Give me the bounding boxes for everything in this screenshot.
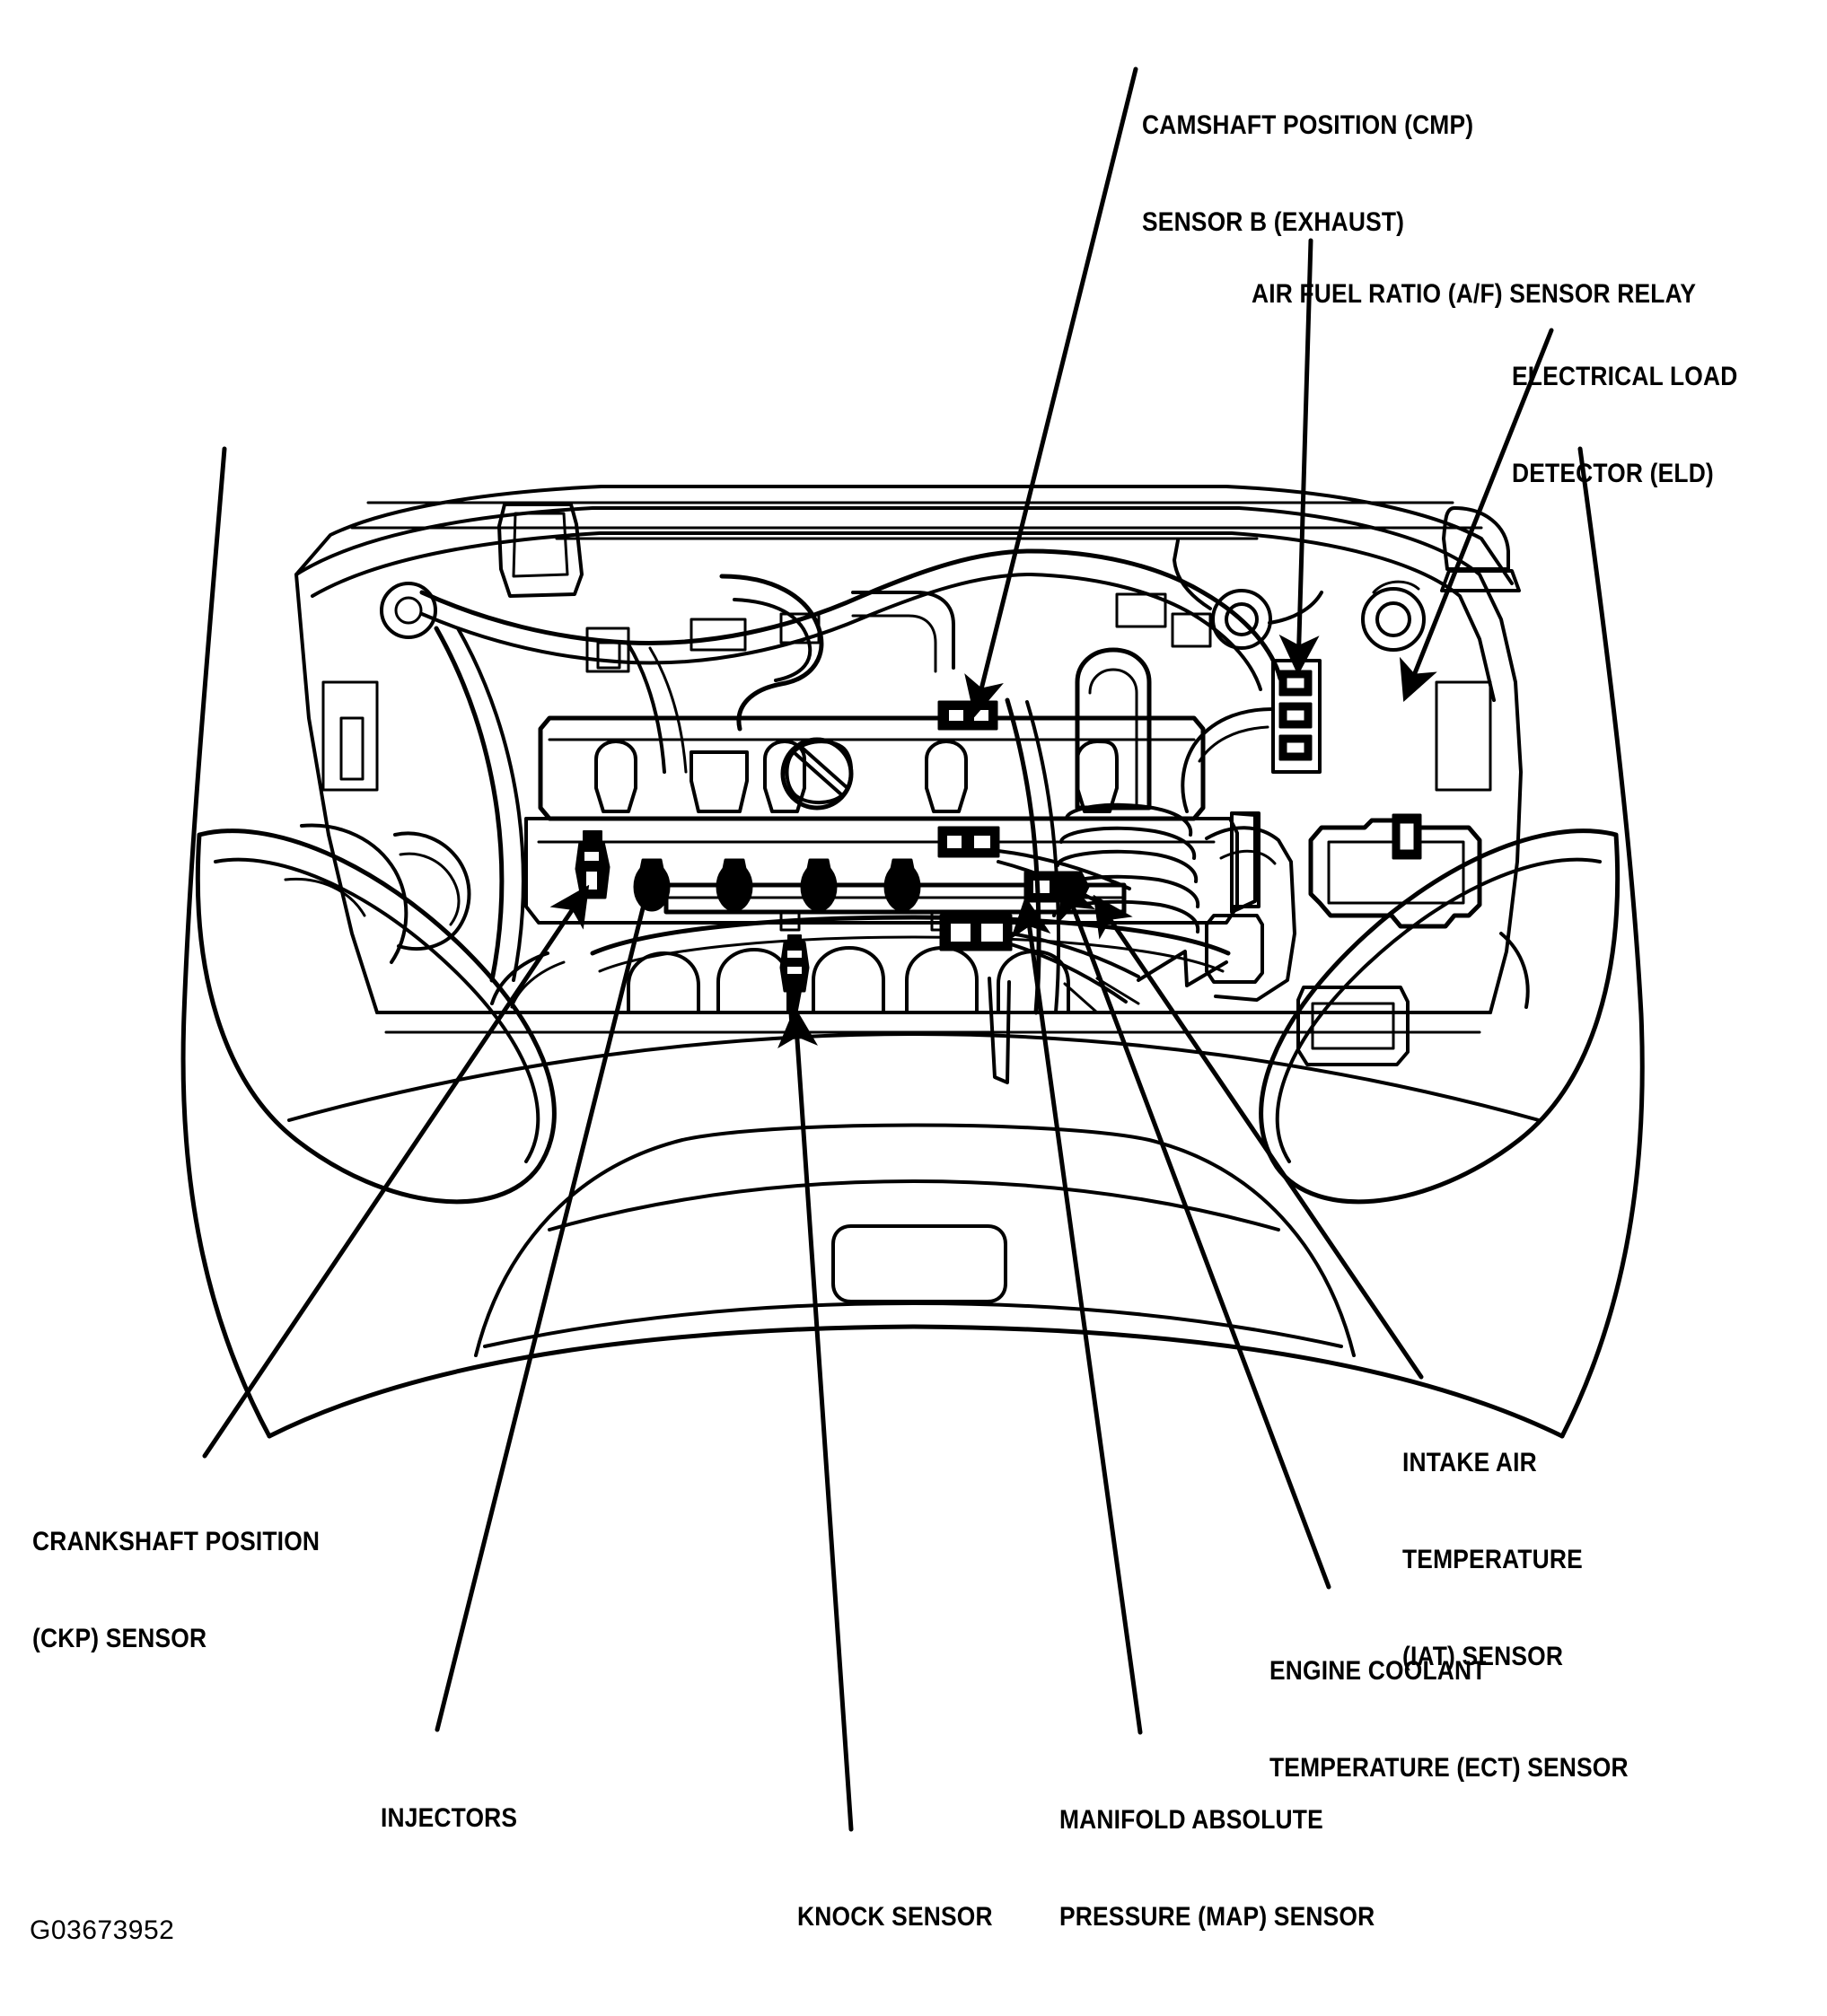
callout-air-fuel-ratio-sensor-relay: AIR FUEL RATIO (A/F) SENSOR RELAY xyxy=(1252,214,1696,375)
callout-line: INJECTORS xyxy=(381,1803,518,1833)
leader-line-manifold-absolute-pressure-sensor xyxy=(1010,896,1143,1735)
leader-line-engine-coolant-temperature-sensor xyxy=(1058,878,1331,1590)
callout-intake-air-temperature-sensor: INTAKE AIR TEMPERATURE (IAT) SENSOR xyxy=(1402,1382,1583,1738)
callout-injectors: INJECTORS xyxy=(381,1738,517,1899)
callout-engine-coolant-temperature-sensor: ENGINE COOLANT TEMPERATURE (ECT) SENSOR xyxy=(1269,1591,1629,1849)
leader-line-electrical-load-detector xyxy=(1399,328,1554,702)
leader-line-camshaft-position-sensor-b xyxy=(964,66,1138,718)
callout-line: CRANKSHAFT POSITION xyxy=(32,1527,321,1556)
callout-line: INTAKE AIR xyxy=(1402,1448,1537,1477)
callout-line: KNOCK SENSOR xyxy=(797,1902,993,1932)
callout-line: CAMSHAFT POSITION (CMP) xyxy=(1142,110,1474,140)
callout-line: MANIFOLD ABSOLUTE xyxy=(1059,1805,1323,1835)
callout-electrical-load-detector: ELECTRICAL LOAD DETECTOR (ELD) xyxy=(1512,296,1737,555)
callout-line: ELECTRICAL LOAD xyxy=(1512,362,1738,391)
callout-line: ENGINE COOLANT xyxy=(1269,1656,1487,1686)
callout-line: TEMPERATURE xyxy=(1402,1545,1583,1574)
callout-line: (IAT) SENSOR xyxy=(1402,1642,1564,1671)
callout-line: SENSOR B (EXHAUST) xyxy=(1142,207,1405,237)
leader-line-injectors xyxy=(435,895,648,1732)
callout-manifold-absolute-pressure-sensor: MANIFOLD ABSOLUTE PRESSURE (MAP) SENSOR xyxy=(1059,1740,1375,1998)
leader-line-air-fuel-ratio-sensor-relay xyxy=(1278,238,1320,676)
callout-line: AIR FUEL RATIO (A/F) SENSOR RELAY xyxy=(1252,279,1697,309)
callout-camshaft-position-sensor-b: CAMSHAFT POSITION (CMP) SENSOR B (EXHAUS… xyxy=(1142,45,1473,303)
callout-crankshaft-position-sensor: CRANKSHAFT POSITION (CKP) SENSOR xyxy=(32,1461,320,1720)
figure-id-code: G03673952 xyxy=(30,1915,175,1945)
callout-line: DETECTOR (ELD) xyxy=(1512,459,1714,488)
callout-line: PRESSURE (MAP) SENSOR xyxy=(1059,1902,1375,1932)
callout-line: TEMPERATURE (ECT) SENSOR xyxy=(1269,1753,1629,1783)
callout-knock-sensor: KNOCK SENSOR xyxy=(797,1836,993,1998)
leader-line-knock-sensor xyxy=(777,1006,854,1832)
leader-line-crankshaft-position-sensor xyxy=(202,884,590,1459)
leader-line-intake-air-temperature-sensor xyxy=(1093,894,1424,1380)
callout-line: (CKP) SENSOR xyxy=(32,1624,207,1653)
